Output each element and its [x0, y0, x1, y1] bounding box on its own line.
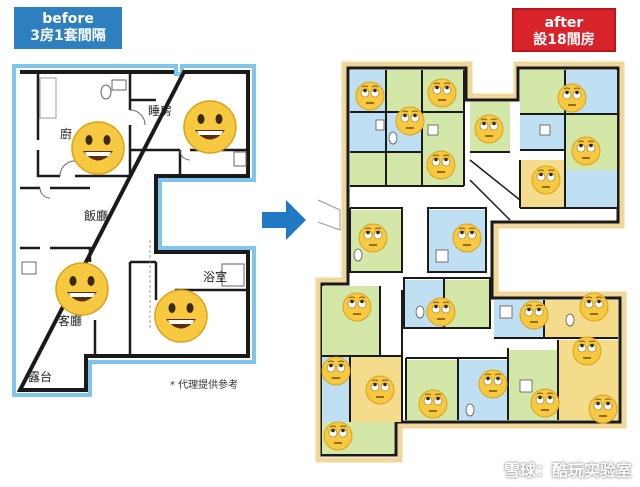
after-eyeroll-emoji-15	[321, 356, 351, 386]
after-eyeroll-emoji-17	[418, 389, 448, 419]
after-eyeroll-emoji-22	[323, 421, 353, 451]
room-label-living: 客廳	[58, 314, 83, 328]
before-label: before 3房1套間隔	[14, 7, 122, 49]
before-label-subtitle: 3房1套間隔	[30, 28, 106, 44]
after-eyeroll-emoji-5	[426, 150, 456, 180]
after-eyeroll-emoji-2	[395, 106, 425, 136]
after-eyeroll-emoji-9	[358, 223, 388, 253]
room-label-dining: 飯廳	[84, 209, 109, 223]
after-floor-plan	[315, 61, 627, 463]
after-eyeroll-emoji-11	[342, 292, 372, 322]
before-label-title: before	[42, 11, 94, 27]
after-eyeroll-emoji-19	[530, 388, 560, 418]
after-eyeroll-emoji-20	[572, 336, 602, 366]
before-smile-emoji-2	[183, 100, 237, 154]
arrow-right-icon	[262, 200, 306, 240]
after-eyeroll-emoji-1	[355, 81, 385, 111]
after-eyeroll-emoji-3	[427, 78, 457, 108]
after-label-subtitle: 設18間房	[533, 32, 595, 48]
after-eyeroll-emoji-14	[579, 292, 609, 322]
after-eyeroll-emoji-8	[531, 165, 561, 195]
before-smile-emoji-3	[55, 262, 109, 316]
room-label-kitchen: 廚	[60, 127, 73, 141]
after-eyeroll-emoji-10	[452, 223, 482, 253]
room-label-bathroom: 浴室	[203, 270, 228, 284]
after-eyeroll-emoji-16	[365, 375, 395, 405]
after-eyeroll-emoji-21	[588, 394, 618, 424]
room-label-balcony: 露台	[28, 370, 53, 384]
after-eyeroll-emoji-4	[474, 114, 504, 144]
after-eyeroll-emoji-6	[557, 83, 587, 113]
before-smile-emoji-1	[71, 121, 125, 175]
after-eyeroll-emoji-18	[478, 369, 508, 399]
watermark: 雪球：酷玩实验室	[503, 461, 632, 480]
after-eyeroll-emoji-13	[519, 300, 549, 330]
after-label: after 設18間房	[512, 8, 616, 52]
agent-note: * 代理提供參考	[170, 380, 239, 391]
before-smile-emoji-4	[154, 289, 208, 343]
after-eyeroll-emoji-7	[571, 136, 601, 166]
after-label-title: after	[544, 15, 584, 31]
after-eyeroll-emoji-12	[426, 297, 456, 327]
room-label-bedroom: 睡房	[148, 104, 173, 118]
